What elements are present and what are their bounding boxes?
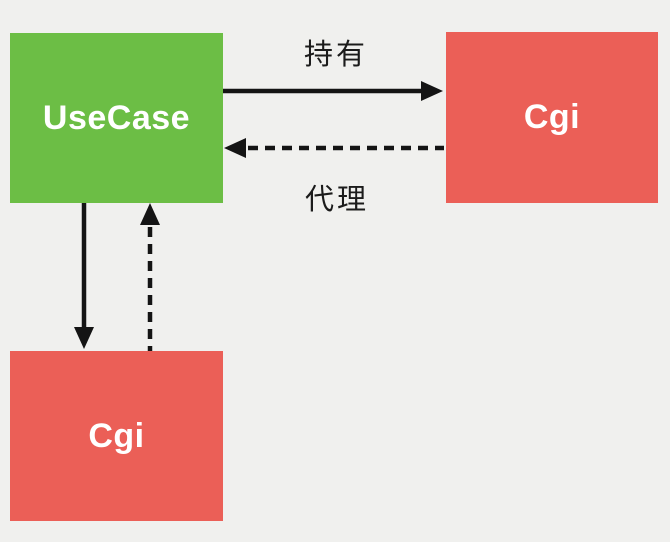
node-cgi-top-right-label: Cgi xyxy=(523,98,581,136)
edge-up-dashed-arrow xyxy=(140,203,160,351)
node-cgi-bottom-left: Cgi xyxy=(10,351,223,521)
edge-down-solid-arrow xyxy=(74,203,94,349)
edge-holds-solid-arrow xyxy=(223,81,443,101)
node-cgi-bottom-left-label: Cgi xyxy=(88,416,145,455)
node-usecase: UseCase xyxy=(10,33,223,203)
node-cgi-top-right: Cgi xyxy=(446,32,658,203)
node-usecase-label: UseCase xyxy=(42,98,191,137)
edge-proxy-dashed-arrow xyxy=(224,138,444,158)
edge-label-holds: 持有 xyxy=(303,39,369,71)
edge-label-proxy: 代理 xyxy=(304,184,370,216)
